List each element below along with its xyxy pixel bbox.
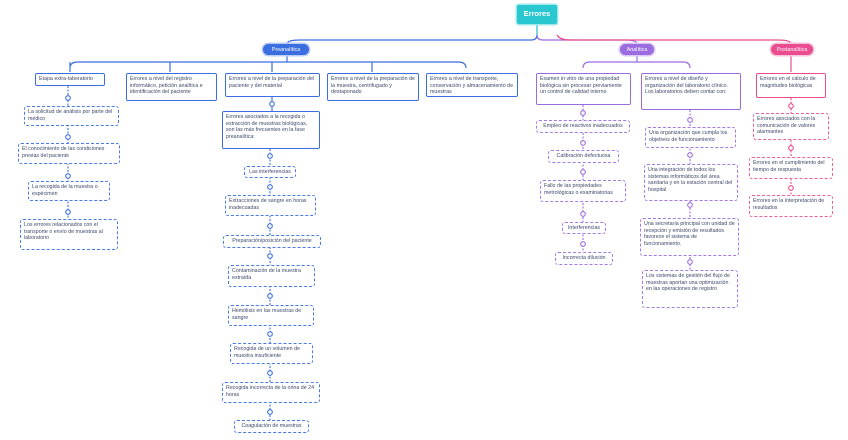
node-registro-informatico[interactable]: Errores a nivel del registro informático… [126, 73, 217, 101]
node-examen-in-vitro[interactable]: Examen in vitro de una propiedad biológi… [536, 73, 631, 105]
node-preparacion-paciente[interactable]: Errores a nivel de la preparación del pa… [225, 73, 320, 97]
node-secretaria-principal[interactable]: Una secretaría principal con unidad de r… [640, 218, 739, 256]
node-calculo-magnitudes[interactable]: Errores en el cálculo de magnitudes biol… [756, 73, 826, 98]
node-diseno-organizacion[interactable]: Errores a nivel de diseño y organización… [641, 73, 741, 110]
node-calibracion-defectuosa[interactable]: Calibración defectuosa [548, 150, 619, 163]
node-transporte[interactable]: Errores a nivel de transporte, conservac… [426, 73, 518, 97]
node-preparacion-posicion[interactable]: Preparación/posición del paciente [223, 235, 321, 248]
branch-analitica[interactable]: Analítica [620, 44, 654, 55]
node-reactivos-inadecuados[interactable]: Empleo de reactivos inadecuados [536, 120, 630, 133]
node-hemolisis[interactable]: Hemólisis en las muestras de sangre [228, 305, 314, 326]
node-orina-24h[interactable]: Recogida incorrecta de la orina de 24 ho… [222, 382, 320, 403]
node-contaminacion[interactable]: Contaminación de la muestra extraída [228, 265, 315, 287]
node-interpretacion-resultados[interactable]: Errores en la interpretación de resultad… [749, 195, 833, 217]
node-transporte-envio[interactable]: Los errores relacionados con el transpor… [20, 219, 118, 250]
node-tiempo-respuesta[interactable]: Errores en el cumplimiento del tiempo de… [749, 157, 833, 179]
node-extracciones-horas[interactable]: Extracciones de sangre en horas inadecua… [225, 195, 316, 216]
node-solicitud-analisis[interactable]: La solicitud de análisis por parte del m… [24, 106, 119, 126]
node-incorrecta-dilucion[interactable]: Incorrecta dilución [555, 252, 613, 265]
node-errores-asociados[interactable]: Errores asociados a la recogida o extrac… [222, 111, 320, 149]
node-volumen-insuficiente[interactable]: Recogida de un volumen de muestra insufi… [230, 343, 313, 364]
node-preparacion-muestra[interactable]: Errores a nivel de la preparación de la … [327, 73, 419, 101]
node-coagulacion[interactable]: Coagulación de muestras [234, 420, 309, 433]
node-propiedades-metrologicas[interactable]: Fallo de las propiedades metrológicas o … [540, 180, 626, 202]
node-organizacion-objetivos[interactable]: Una organización que cumpla los objetivo… [645, 127, 736, 148]
node-integracion-sistemas[interactable]: Una integración de todos los sistemas in… [644, 164, 738, 201]
node-interferencias[interactable]: Las interferencias [244, 166, 296, 178]
node-etapa-extra-laboratorio[interactable]: Etapa extra-laboratorio [35, 73, 105, 86]
root-node[interactable]: Errores [517, 5, 557, 24]
branch-preanalitica[interactable]: Preanalítica [263, 44, 309, 55]
branch-postanalitica[interactable]: Postanalítica [771, 44, 813, 55]
node-valores-alarmantes[interactable]: Errores asociados con la comunicación de… [753, 113, 829, 140]
node-interferencias-analitica[interactable]: Interferencias [562, 222, 606, 234]
node-recogida-muestra[interactable]: La recogida de la muestra o espécimen [28, 181, 110, 201]
node-condiciones-previas[interactable]: El conocimiento de las condiciones previ… [18, 143, 120, 164]
node-gestion-flujo[interactable]: Los sistemas de gestión del flujo de mue… [642, 270, 738, 308]
